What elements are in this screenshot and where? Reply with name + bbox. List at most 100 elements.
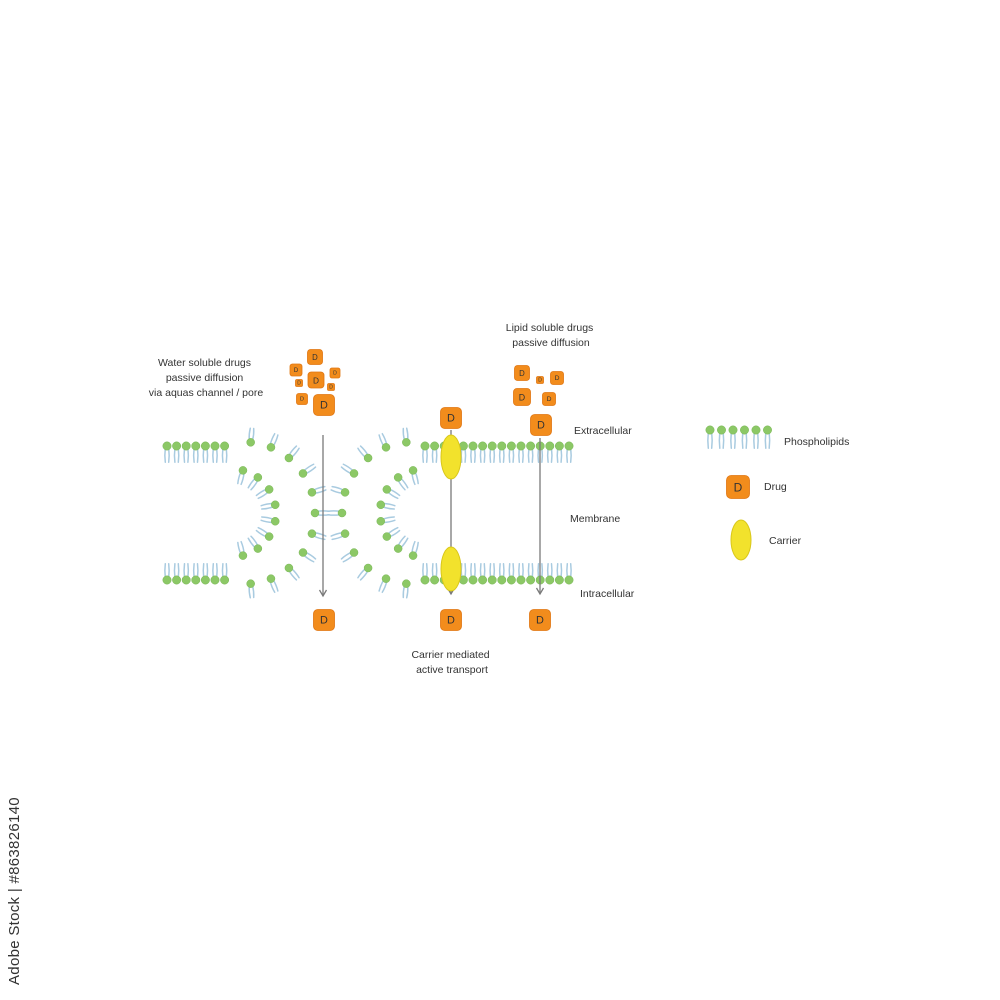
phospholipid bbox=[200, 563, 210, 585]
lipid-head bbox=[554, 575, 564, 585]
drug-molecule: D bbox=[530, 414, 552, 436]
drug-letter: D bbox=[333, 371, 337, 377]
lipid-tail bbox=[251, 427, 255, 441]
drug-box bbox=[296, 393, 308, 405]
lipid-head bbox=[246, 579, 255, 588]
phospholipid bbox=[172, 563, 182, 585]
lipid-head bbox=[393, 473, 403, 482]
phospholipid bbox=[420, 563, 430, 585]
lipid-tail bbox=[378, 434, 385, 447]
lipid-head bbox=[337, 508, 347, 518]
lipid-tail bbox=[240, 472, 245, 486]
drug-box bbox=[542, 392, 556, 406]
drug-box bbox=[295, 379, 303, 387]
lipid-tail bbox=[261, 506, 274, 510]
phospholipid bbox=[200, 441, 210, 463]
phospholipid bbox=[340, 548, 359, 563]
membrane-label: Membrane bbox=[570, 513, 620, 525]
lipid-tail bbox=[382, 519, 396, 524]
phospholipid bbox=[468, 441, 478, 463]
lipid-head bbox=[516, 441, 526, 451]
lipid-tail bbox=[414, 471, 419, 485]
phospholipid bbox=[516, 563, 526, 585]
drug-molecule: D bbox=[307, 371, 325, 389]
lipid-head bbox=[751, 425, 761, 435]
phospholipid bbox=[545, 563, 555, 585]
lipid-head bbox=[554, 441, 564, 451]
lipid-head bbox=[191, 441, 201, 451]
lipid-head bbox=[181, 441, 191, 451]
phospholipid bbox=[402, 579, 411, 599]
drug-box bbox=[329, 367, 341, 379]
phospholipid bbox=[516, 441, 526, 463]
drug-letter: D bbox=[555, 375, 560, 382]
water-soluble-line-3: via aquas channel / pore bbox=[149, 387, 264, 399]
phospholipid bbox=[330, 485, 350, 497]
carrier-mediated-label: Carrier mediated active transport bbox=[411, 649, 492, 676]
phospholipid bbox=[393, 473, 409, 491]
phospholipid bbox=[210, 563, 220, 585]
lipid-soluble-label: Lipid soluble drugs passive diffusion bbox=[506, 322, 596, 349]
lipid-head bbox=[763, 425, 772, 435]
phospholipid bbox=[357, 445, 373, 463]
lipid-head bbox=[420, 575, 430, 585]
phospholipid bbox=[506, 441, 516, 463]
lipid-tail bbox=[382, 502, 396, 507]
phospholipid bbox=[554, 441, 564, 463]
phospholipid bbox=[357, 563, 373, 581]
phospholipid bbox=[497, 563, 507, 585]
lipid-tail bbox=[382, 516, 395, 520]
lipid-head bbox=[349, 548, 359, 557]
drug-box bbox=[289, 363, 303, 377]
phospholipid bbox=[478, 563, 488, 585]
carrier-mediated-line-2: active transport bbox=[416, 664, 488, 676]
drug-box bbox=[550, 371, 564, 385]
phospholipid bbox=[763, 425, 772, 449]
drug-molecule: D bbox=[542, 392, 556, 406]
lipid-tail bbox=[313, 489, 327, 495]
lipid-tail bbox=[330, 489, 344, 495]
lipid-tail bbox=[330, 531, 344, 537]
lipid-head bbox=[340, 529, 350, 538]
lipid-tail bbox=[272, 434, 279, 447]
phospholipid bbox=[266, 574, 279, 594]
lipid-head bbox=[264, 532, 274, 541]
lipid-head bbox=[740, 425, 749, 435]
carrier-protein bbox=[440, 434, 462, 480]
phospholipid bbox=[751, 425, 761, 449]
lipid-head bbox=[298, 469, 308, 478]
phospholipid bbox=[237, 466, 248, 486]
legend-phospholipids-label: Phospholipids bbox=[784, 436, 849, 448]
carriers bbox=[440, 434, 462, 592]
phospholipid bbox=[526, 563, 536, 585]
drug-letter: D bbox=[447, 615, 455, 627]
lipid-head bbox=[402, 438, 411, 447]
transport-arrow bbox=[535, 438, 545, 596]
carrier-protein bbox=[440, 546, 462, 592]
drug-molecule: D bbox=[289, 363, 303, 377]
phospholipid bbox=[487, 563, 497, 585]
lipid-head bbox=[172, 441, 182, 451]
phospholipid bbox=[728, 425, 738, 449]
drug-box bbox=[307, 349, 323, 365]
lipid-head bbox=[264, 485, 274, 494]
lipid-head bbox=[430, 441, 440, 451]
phospholipid bbox=[740, 425, 749, 449]
arrowhead bbox=[318, 589, 328, 598]
phospholipid bbox=[506, 563, 516, 585]
drug-box bbox=[530, 414, 552, 436]
intracellular-label: Intracellular bbox=[580, 588, 635, 600]
lipid-head bbox=[564, 441, 574, 451]
lipid-head bbox=[478, 441, 488, 451]
lipid-head bbox=[497, 575, 507, 585]
phospholipid bbox=[376, 516, 396, 526]
drug-box bbox=[726, 475, 750, 499]
legend-drug-swatch: D bbox=[726, 475, 750, 499]
lipid-head bbox=[382, 485, 392, 494]
lipid-head bbox=[270, 500, 280, 510]
lipid-head bbox=[238, 466, 248, 475]
phospholipid bbox=[260, 516, 280, 526]
phospholipid bbox=[247, 473, 263, 491]
lipid-tail bbox=[402, 427, 406, 441]
